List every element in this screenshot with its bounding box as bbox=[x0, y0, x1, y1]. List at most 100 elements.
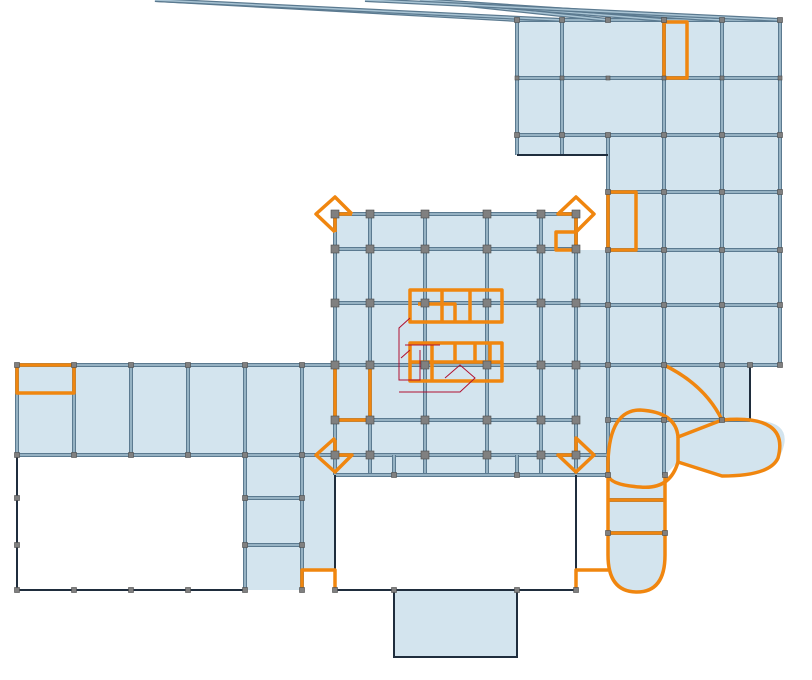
column bbox=[719, 302, 725, 308]
column bbox=[661, 75, 667, 81]
column bbox=[536, 450, 546, 460]
column bbox=[482, 450, 492, 460]
column bbox=[420, 415, 430, 425]
wall bbox=[15, 363, 76, 395]
column bbox=[128, 362, 134, 368]
column bbox=[719, 362, 725, 368]
column bbox=[242, 542, 248, 548]
column bbox=[14, 587, 20, 593]
column bbox=[330, 360, 340, 370]
column bbox=[605, 189, 611, 195]
column bbox=[573, 587, 579, 593]
wall bbox=[606, 190, 638, 252]
column bbox=[661, 247, 667, 253]
column bbox=[777, 302, 783, 308]
column bbox=[777, 247, 783, 253]
column bbox=[514, 472, 520, 478]
column bbox=[661, 417, 667, 423]
column bbox=[719, 17, 725, 23]
column bbox=[571, 298, 581, 308]
column bbox=[391, 587, 397, 593]
column bbox=[605, 132, 611, 138]
column bbox=[185, 452, 191, 458]
wall bbox=[574, 568, 608, 590]
column bbox=[662, 530, 668, 536]
shear-walls bbox=[15, 20, 782, 594]
column bbox=[514, 587, 520, 593]
column bbox=[605, 17, 611, 23]
column bbox=[14, 495, 20, 501]
column bbox=[330, 209, 340, 219]
column bbox=[536, 360, 546, 370]
column bbox=[482, 209, 492, 219]
column bbox=[605, 417, 611, 423]
column bbox=[661, 17, 667, 23]
column bbox=[299, 452, 305, 458]
column bbox=[365, 415, 375, 425]
column bbox=[299, 587, 305, 593]
column bbox=[330, 298, 340, 308]
column bbox=[242, 587, 248, 593]
column bbox=[605, 302, 611, 308]
column bbox=[71, 362, 77, 368]
column bbox=[661, 132, 667, 138]
stair-line bbox=[398, 317, 476, 393]
outline bbox=[16, 455, 245, 591]
column bbox=[719, 417, 725, 423]
column bbox=[514, 17, 520, 23]
columns bbox=[14, 17, 783, 593]
column bbox=[299, 495, 305, 501]
column bbox=[299, 542, 305, 548]
column bbox=[571, 360, 581, 370]
column bbox=[71, 452, 77, 458]
column bbox=[420, 244, 430, 254]
column bbox=[14, 362, 20, 368]
column bbox=[128, 452, 134, 458]
wall bbox=[662, 20, 689, 80]
wall bbox=[606, 475, 667, 594]
column bbox=[482, 298, 492, 308]
column bbox=[330, 415, 340, 425]
column bbox=[662, 472, 668, 478]
column bbox=[14, 452, 20, 458]
wall bbox=[333, 365, 372, 422]
column bbox=[482, 360, 492, 370]
column bbox=[777, 362, 783, 368]
column bbox=[719, 132, 725, 138]
column bbox=[332, 587, 338, 593]
column bbox=[777, 75, 783, 81]
wall bbox=[408, 288, 504, 324]
outline bbox=[393, 590, 518, 658]
column bbox=[719, 247, 725, 253]
column bbox=[536, 209, 546, 219]
column bbox=[605, 75, 611, 81]
column bbox=[571, 415, 581, 425]
column bbox=[777, 189, 783, 195]
column bbox=[661, 302, 667, 308]
column bbox=[420, 360, 430, 370]
column bbox=[571, 244, 581, 254]
column bbox=[536, 244, 546, 254]
wall bbox=[606, 408, 782, 490]
column bbox=[777, 17, 783, 23]
column bbox=[482, 244, 492, 254]
column bbox=[719, 189, 725, 195]
column bbox=[242, 452, 248, 458]
column bbox=[365, 360, 375, 370]
column bbox=[330, 244, 340, 254]
column bbox=[514, 132, 520, 138]
column bbox=[365, 244, 375, 254]
column bbox=[185, 362, 191, 368]
column bbox=[605, 247, 611, 253]
slab bbox=[394, 590, 517, 657]
column bbox=[747, 362, 753, 368]
column bbox=[777, 132, 783, 138]
slab-areas bbox=[17, 20, 785, 657]
column bbox=[128, 587, 134, 593]
column bbox=[185, 587, 191, 593]
column bbox=[365, 209, 375, 219]
outline bbox=[334, 475, 577, 591]
column bbox=[420, 450, 430, 460]
column bbox=[605, 530, 611, 536]
